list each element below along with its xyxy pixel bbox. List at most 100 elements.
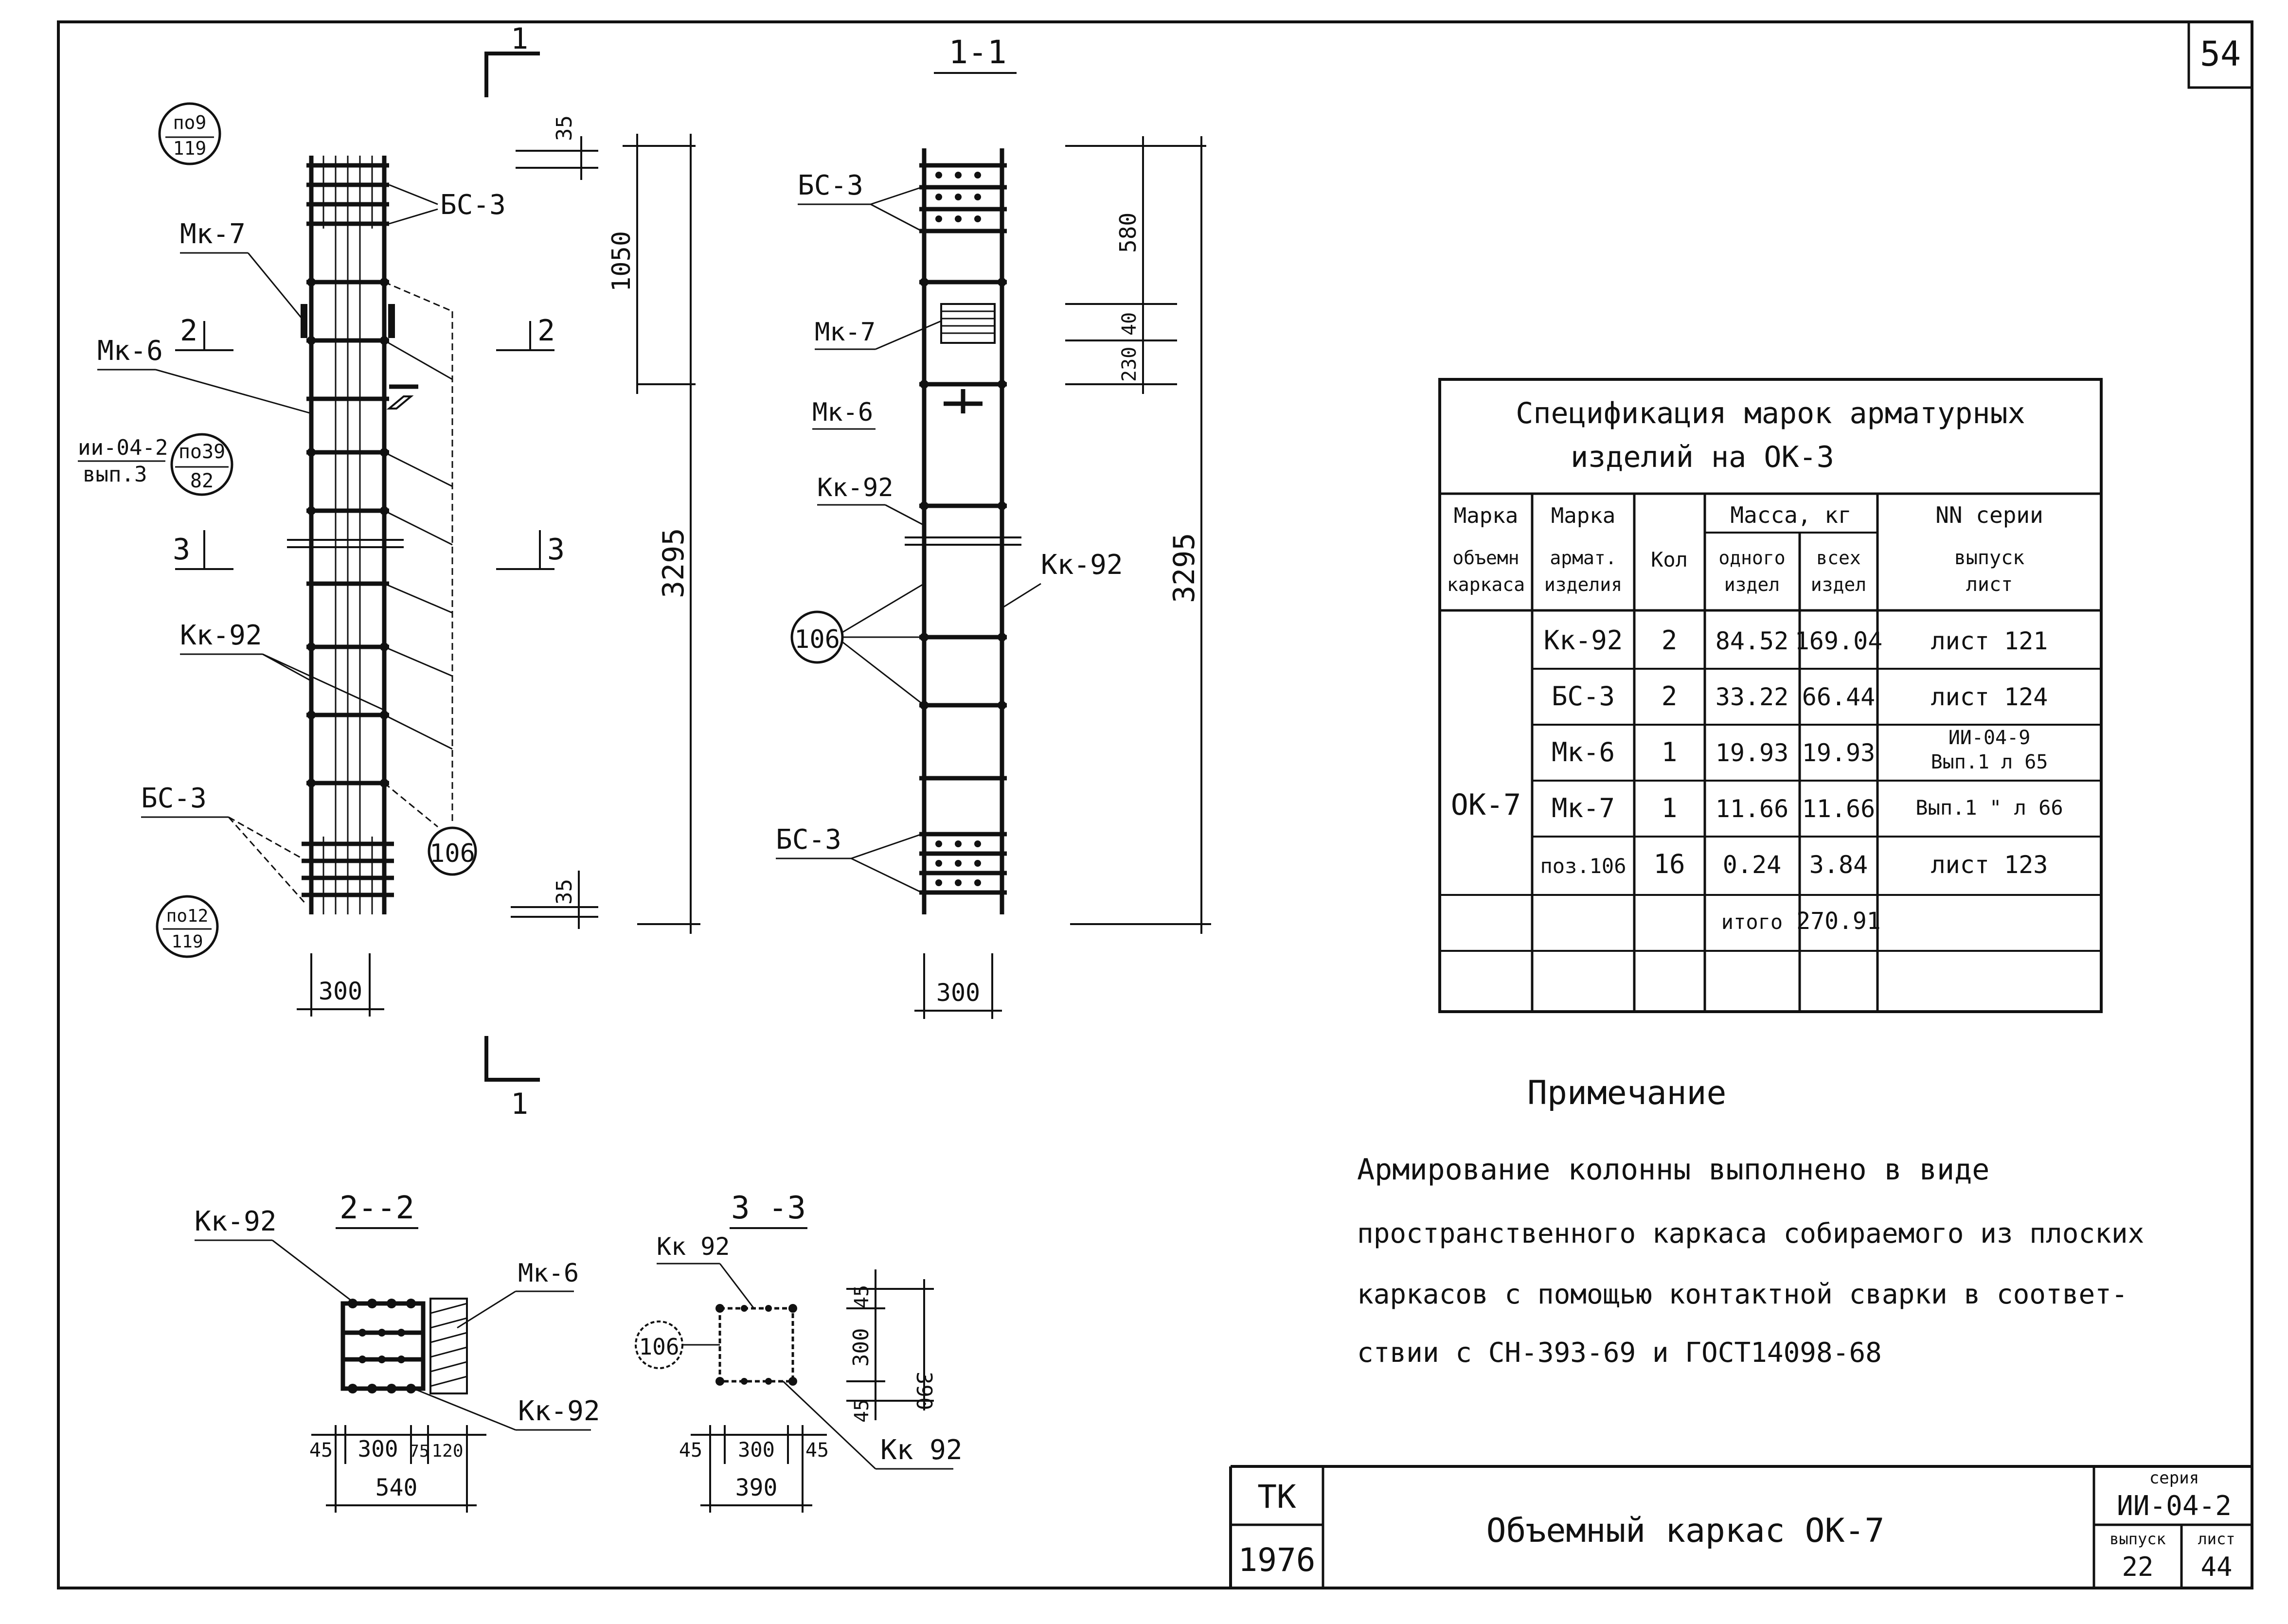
note-line: Армирование колонны выполнено в виде [1357,1153,1989,1187]
svg-text:33.22: 33.22 [1716,683,1789,711]
sheet-frame [57,20,2253,1589]
spec-row: БС-3 2 33.22 66.44 лист 124 [1552,681,2048,712]
svg-text:119: 119 [173,138,207,159]
section33-dots [715,1304,797,1386]
section-2-2-title: 2--2 [340,1190,414,1226]
svg-text:1050: 1050 [607,231,636,292]
section22-cage [340,1301,426,1391]
svg-text:35: 35 [552,115,577,141]
svg-text:82: 82 [190,470,214,492]
section33-pos106-label: 106 [639,1334,679,1360]
svg-text:230: 230 [1118,347,1141,382]
note-line: пространственного каркаса собираемого из… [1357,1218,2144,1249]
section-1-1: 1-1 [776,34,1211,1019]
section33-dimensions: 45 300 45 390 45 300 45 390 [679,1269,936,1513]
hdr-vseh-1: всех [1816,547,1861,569]
section11-pos106-label: 106 [794,625,840,654]
cut3-left-label: 3 [173,533,190,567]
svg-text:120: 120 [431,1441,463,1461]
svg-text:19.93: 19.93 [1802,739,1876,767]
tb-sheet-label: лист [2198,1530,2235,1548]
svg-text:поз.106: поз.106 [1540,854,1626,878]
section11-label-mk7: Мк-7 [815,318,876,347]
section11-label-mk6: Мк-6 [812,398,873,427]
svg-text:лист 124: лист 124 [1931,683,2048,711]
section11-pos106-dots [920,278,1006,710]
label-mk7: Мк-7 [180,218,246,250]
svg-text:11.66: 11.66 [1802,795,1876,823]
section22-label-kk92-top: Кк-92 [195,1206,277,1237]
svg-text:169.04: 169.04 [1795,627,1883,655]
svg-text:Вып.1 " л 66: Вып.1 " л 66 [1915,796,2063,820]
hdr-series-2: выпуск [1954,547,2025,569]
hdr-odnogo-1: одного [1718,547,1785,569]
svg-text:БС-3: БС-3 [1552,681,1615,712]
svg-text:45: 45 [851,1399,873,1423]
tb-sheet-value: 44 [2200,1552,2232,1582]
hdr-series-1: NN серии [1935,502,2043,528]
label-bs3-top: БС-3 [440,189,506,221]
cut2-left-label: 2 [180,314,197,348]
section-mark-bottom [484,1036,540,1082]
mesh-bs3-bottom [302,837,394,914]
hdr-marka-obj-3: каркаса [1447,574,1525,595]
section22-label-kk92-bottom: Кк-92 [518,1395,600,1427]
note-line: каркасов с помощью контактной сварки в с… [1357,1279,2128,1310]
svg-text:Мк-7: Мк-7 [1552,793,1615,823]
svg-text:40: 40 [1118,312,1141,336]
ref-bubble-top: по9 119 [158,102,221,165]
svg-text:Мк-6: Мк-6 [1552,737,1615,767]
hdr-marka-arm-1: Марка [1551,503,1615,528]
cut3-right-label: 3 [547,533,565,567]
tb-name: Объемный каркас ОК-7 [1486,1512,1885,1550]
svg-text:19.93: 19.93 [1716,739,1789,767]
hdr-vseh-2: издел [1811,574,1866,595]
mk6-plate [386,395,414,410]
hdr-marka-arm-3: изделия [1544,574,1622,595]
label-mk6: Мк-6 [97,335,163,367]
tb-org: ТК [1257,1478,1296,1516]
svg-text:1: 1 [1662,737,1678,767]
elevation-view: 1 1 [78,22,700,1121]
svg-text:2: 2 [1662,625,1678,656]
section33-label-kk92-bottom: Кк 92 [880,1434,963,1466]
tb-series-label: серия [2149,1468,2199,1488]
spec-title-line2: изделий на ОК-3 [1571,440,1834,474]
svg-text:лист 121: лист 121 [1931,627,2048,655]
pos106-dots [307,278,389,787]
pos106-leaders [384,281,453,828]
section11-mesh-top [919,163,1007,233]
section11-mesh-bottom [919,832,1007,895]
svg-text:45: 45 [851,1285,873,1308]
note-title: Примечание [1527,1074,1726,1112]
svg-text:300: 300 [358,1436,398,1462]
svg-text:119: 119 [171,932,203,952]
section11-label-kk92-left: Кк-92 [817,473,894,502]
section22-dimensions: 45 300 75 120 540 [309,1425,486,1513]
svg-text:75: 75 [410,1442,429,1461]
svg-text:3295: 3295 [1167,533,1201,604]
svg-text:66.44: 66.44 [1802,683,1876,711]
hdr-marka-arm-2: армат. [1550,547,1616,569]
section22-mk6-plate [429,1298,468,1394]
ref-bubble-mid: ии-04-2 вып.3 по39 82 [78,433,233,496]
sheet-number: 54 [2200,34,2241,74]
hdr-kol: Кол [1651,548,1688,571]
svg-text:по9: по9 [173,112,207,133]
svg-text:итого: итого [1721,910,1783,934]
tb-series-value: ИИ-04-2 [2117,1490,2232,1522]
column-ties [306,280,389,785]
svg-text:300: 300 [849,1328,874,1367]
spec-row: итого 270.91 [1721,908,1881,935]
hdr-marka-obj-2: объемн [1452,547,1519,569]
note-line: ствии с СН-393-69 и ГОСТ14098-68 [1357,1337,1882,1369]
sheet-number-box [2187,20,2253,89]
svg-text:11.66: 11.66 [1716,795,1789,823]
svg-text:ИИ-04-9: ИИ-04-9 [1948,727,2031,749]
elevation-dimensions: 35 1050 3295 35 300 [297,115,700,1017]
svg-text:3.84: 3.84 [1809,851,1868,879]
mesh-bs3-top [306,156,389,229]
section-mark-top [484,52,540,97]
tb-year: 1976 [1238,1541,1316,1579]
